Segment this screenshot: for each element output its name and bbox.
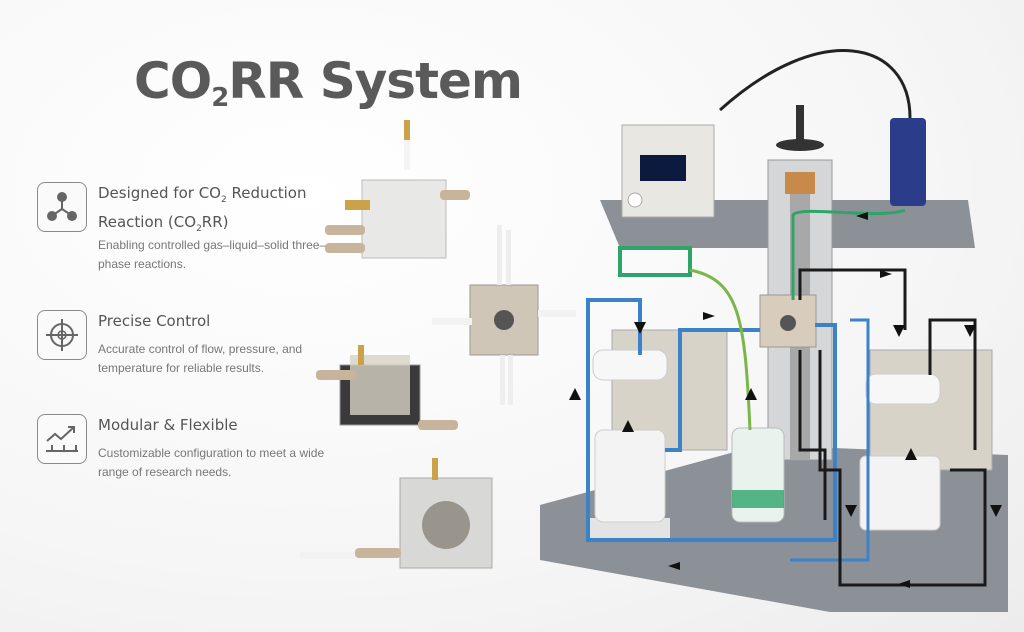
- growth-chart-icon: [37, 414, 87, 464]
- target-crosshair-icon: [37, 310, 87, 360]
- feature-description: Enabling controlled gas–liquid–solid thr…: [98, 238, 327, 271]
- flow-cell-4: [300, 458, 493, 569]
- green-frame: [618, 246, 692, 277]
- molecule-icon: [37, 182, 87, 232]
- feature-heading: Precise Control: [98, 312, 211, 330]
- feature-heading: Designed for CO2 Reduction Reaction (CO2…: [98, 184, 307, 234]
- flow-meter: [890, 118, 926, 206]
- feature-heading: Modular & Flexible: [98, 416, 238, 434]
- flow-arrows: [569, 212, 1002, 588]
- flow-cell-3: [316, 345, 458, 430]
- feature-description: Accurate control of flow, pressure, and …: [98, 342, 303, 375]
- flow-cell-2: [432, 225, 576, 405]
- feature-description: Customizable configuration to meet a wid…: [98, 446, 325, 479]
- flow-cell-1: [325, 120, 470, 259]
- page-title: CO2RR System: [134, 52, 523, 113]
